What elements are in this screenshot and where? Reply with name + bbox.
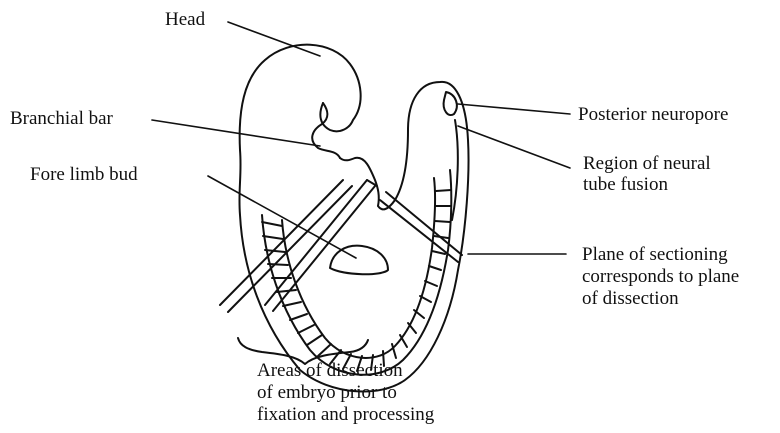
fore-limb-bud-shape <box>330 246 388 275</box>
label-posterior-neuropore: Posterior neuropore <box>578 104 728 126</box>
label-areas-line2: of embryo prior to <box>257 382 397 404</box>
leader-head <box>228 22 320 56</box>
leader-branchial-bar <box>152 120 320 146</box>
label-plane-line1: Plane of sectioning <box>582 244 728 266</box>
label-neural-fusion-line2: tube fusion <box>583 174 668 196</box>
label-areas-line3: fixation and processing <box>257 404 434 426</box>
label-head: Head <box>165 9 205 31</box>
label-neural-fusion-line1: Region of neural <box>583 153 711 175</box>
neural-tube-line <box>452 120 458 220</box>
label-areas-line1: Areas of dissection <box>257 360 403 382</box>
label-plane-line2: corresponds to plane <box>582 266 739 288</box>
leader-neural-fusion <box>458 126 570 168</box>
ventral-contour <box>340 158 379 206</box>
label-branchial-bar: Branchial bar <box>10 108 113 130</box>
label-plane-line3: of dissection <box>582 288 679 310</box>
posterior-neuropore-shape <box>444 92 457 115</box>
leader-posterior-neuropore <box>458 104 570 114</box>
somite-segments <box>262 190 451 371</box>
label-fore-limb-bud: Fore limb bud <box>30 164 138 186</box>
